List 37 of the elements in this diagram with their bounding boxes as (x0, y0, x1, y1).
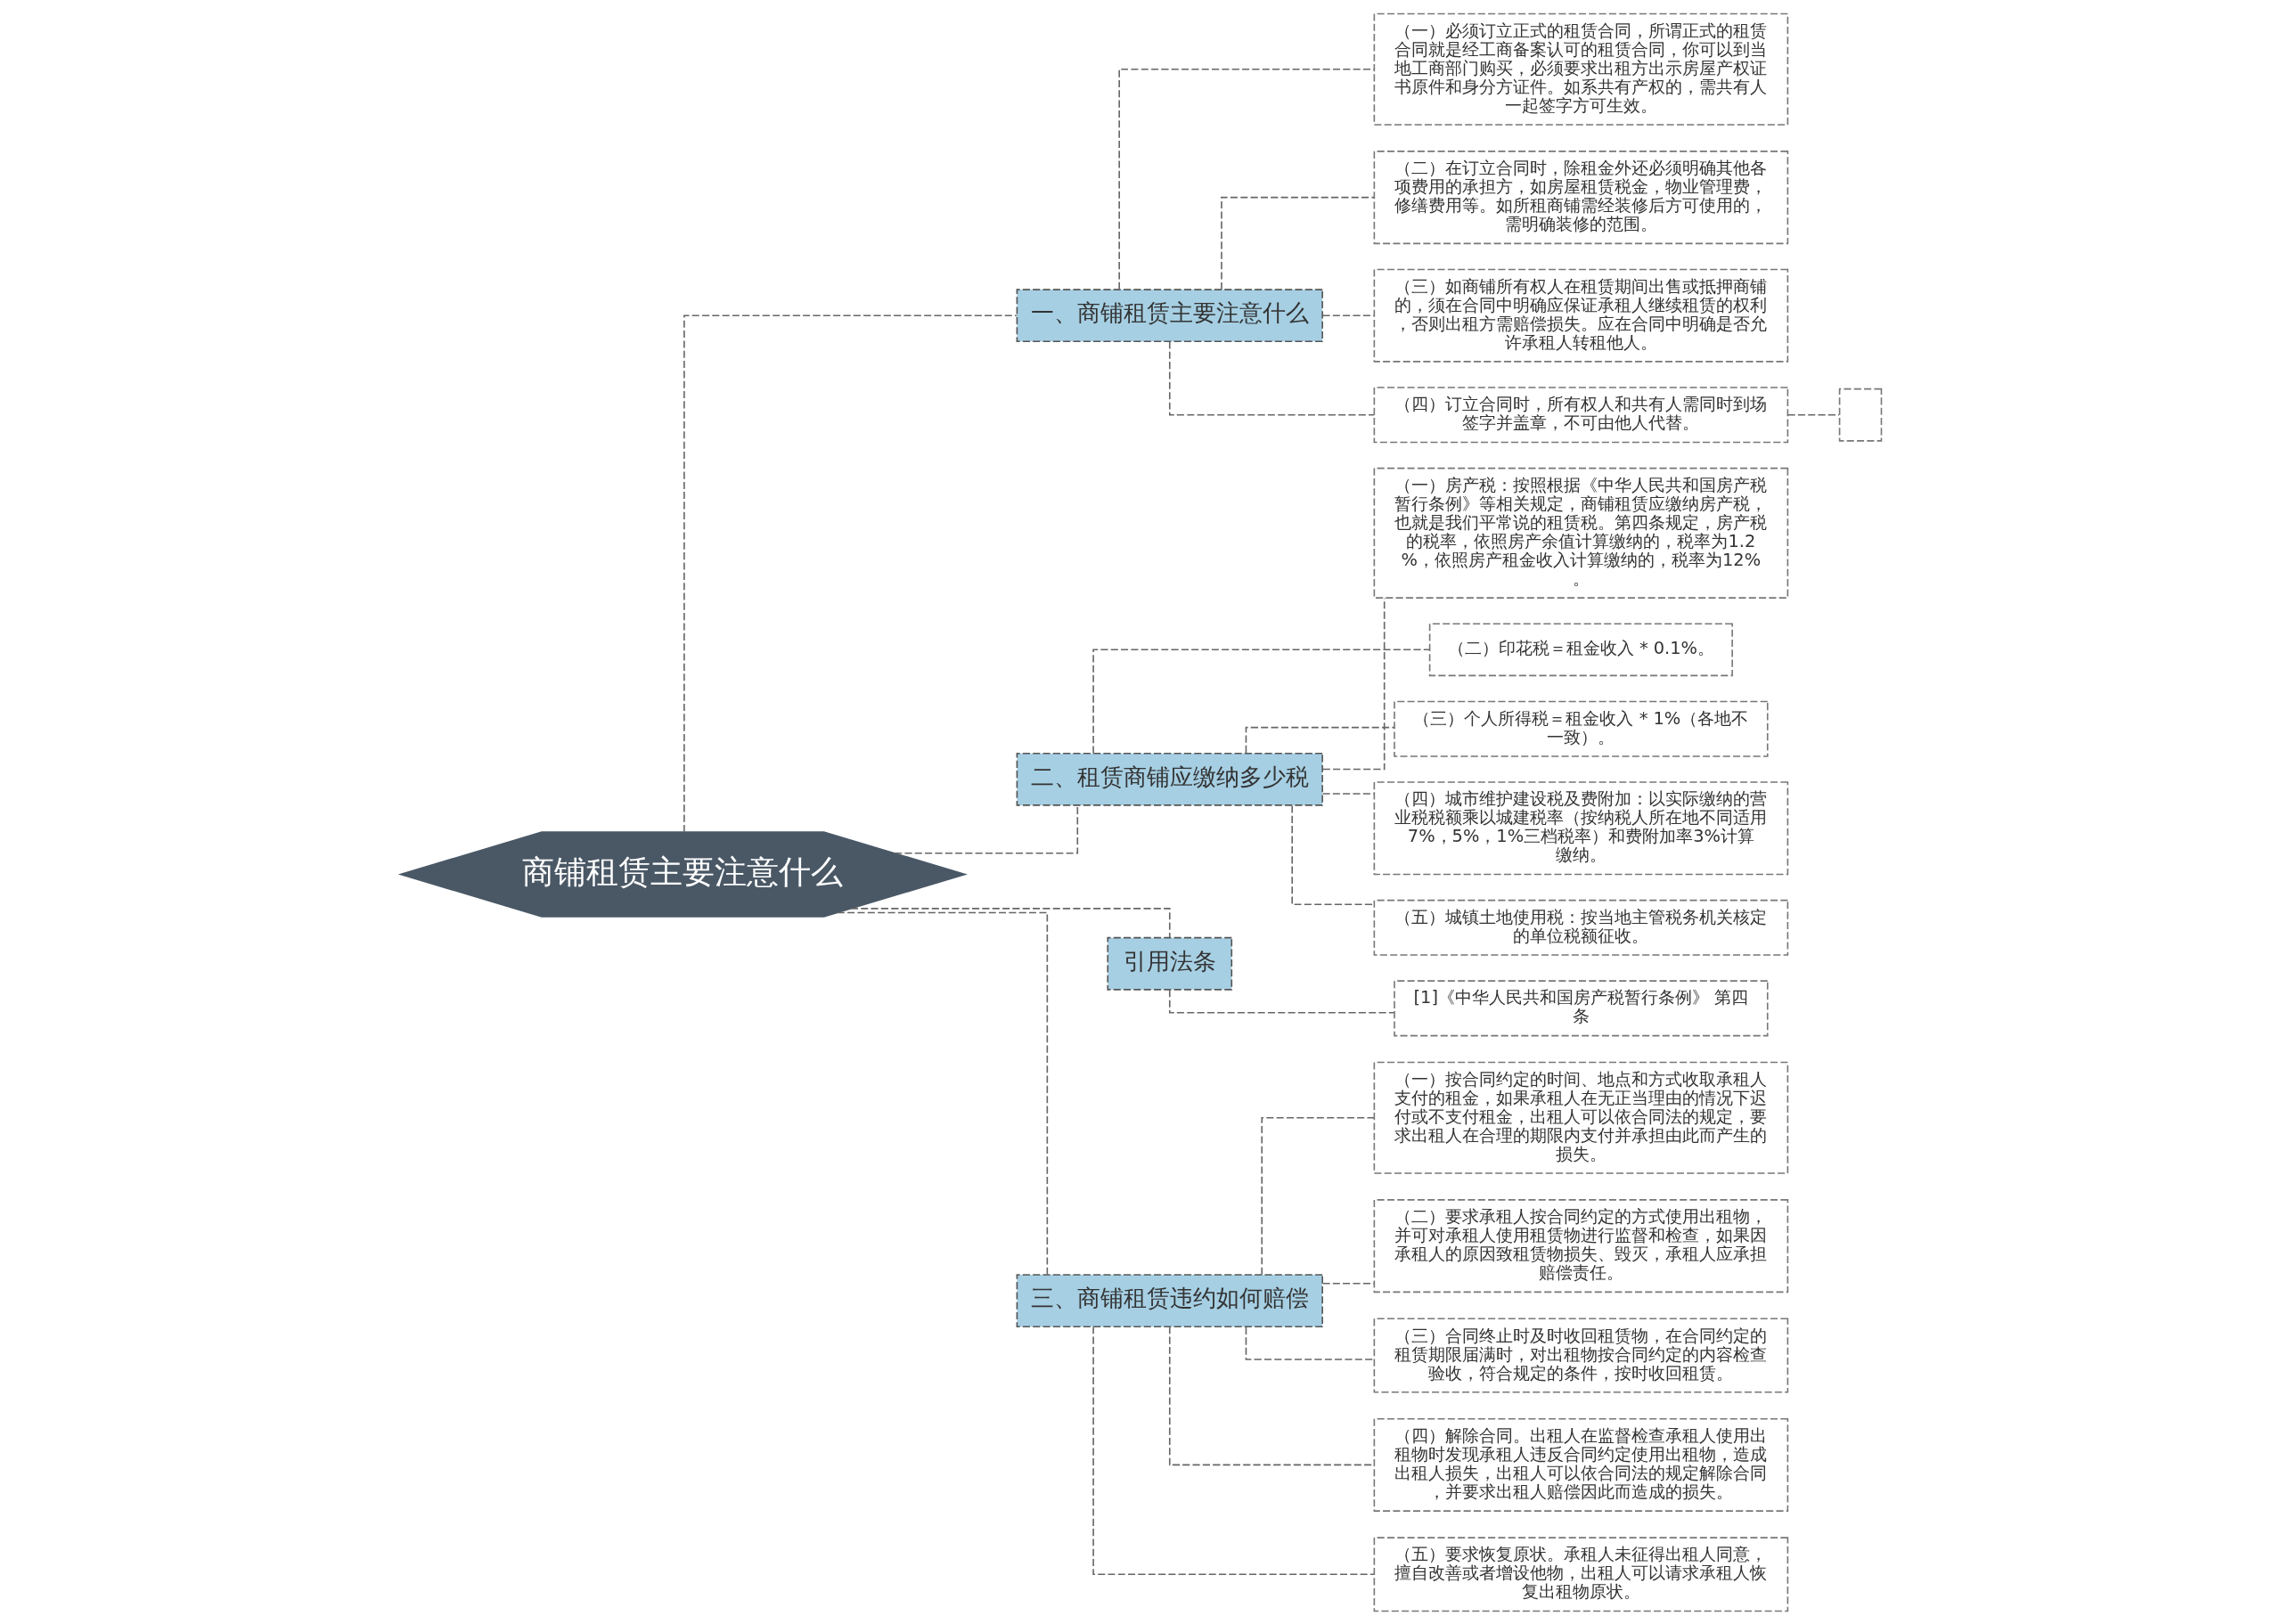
connector (1168, 340, 1375, 416)
node-box: （一）必须订立正式的租赁合同，所谓正式的租赁合同就是经工商备案认可的租赁合同，你可以到当地工商部门购买，必须要求出租方出示房屋产权证书原件和身分方证件。如系共有产权的，需共有人一起签字方可生效。 (1373, 12, 1788, 126)
node-box: （五）城镇土地使用税：按当地主管税务机关核定的单位税额征收。 (1373, 899, 1788, 956)
node-box: （一）房产税：按照根据《中华人民共和国房产税暂行条例》等相关规定，商铺租赁应缴纳房产税，也就是我们平常说的租赁税。第四条规定，房产税的税率，依照房产余值计算缴纳的，税率为1.2%，依照房产租金收入计算缴纳的，税率为12%。 (1373, 467, 1788, 599)
node-box: （四）城市维护建设税及费附加：以实际缴纳的营业税税额乘以城建税率（按纳税人所在地不同适用7%，5%，1%三档税率）和费附加率3%计算缴纳。 (1373, 780, 1788, 875)
connector (1321, 792, 1375, 795)
node-box: [1]《中华人民共和国房产税暂行条例》 第四条 (1393, 979, 1769, 1036)
node-box: （五）要求恢复原状。承租人未征得出租人同意，擅自改善或者增设他物，出租人可以请求承租人恢复出租物原状。 (1373, 1536, 1788, 1612)
connector (836, 911, 1048, 1276)
node-box: （二）在订立合同时，除租金外还必须明确其他各项费用的承担方，如房屋租赁税金，物业管理费，修缮费用等。如所租商铺需经装修后方可使用的，需明确装修的范围。 (1373, 150, 1788, 244)
connector (893, 804, 1078, 854)
connector (1245, 1326, 1375, 1360)
connector (1321, 1282, 1375, 1284)
connector (1220, 196, 1375, 290)
node-box: （二）印花税＝租金收入 * 0.1%。 (1428, 622, 1733, 676)
node-box: （三）个人所得税＝租金收入 * 1%（各地不一致）。 (1393, 700, 1769, 757)
node-box: 二、租赁商铺应缴纳多少税 (1016, 752, 1323, 806)
connector (683, 314, 1018, 833)
node-box: 三、商铺租赁违约如何赔偿 (1016, 1273, 1323, 1327)
connector (1260, 1116, 1375, 1275)
connector (1321, 314, 1375, 316)
node-box: （四）订立合同时，所有权人和共有人需同时到场签字并盖章，不可由他人代替。 (1373, 386, 1788, 443)
connector (1290, 804, 1375, 905)
connector (1321, 597, 1385, 770)
node-box: 一、商铺租赁主要注意什么 (1016, 288, 1323, 342)
node-box: 引用法条 (1106, 936, 1232, 991)
node-box: （一）按合同约定的时间、地点和方式收取承租人支付的租金，如果承租人在无正当理由的情况下迟付或不支付租金，出租人可以依合同法的规定，要求出租人在合理的期限内支付并承担由此而产生的损失。 (1373, 1061, 1788, 1174)
connector (1786, 413, 1840, 416)
connector (1091, 649, 1430, 754)
node-box: （三）合同终止时及时收回租赁物，在合同约定的租赁期限届满时，对出租物按合同约定的内容检查验收，符合规定的条件，按时收回租赁。 (1373, 1318, 1788, 1393)
node-box: （三）如商铺所有权人在租赁期间出售或抵押商铺的，须在合同中明确应保证承租人继续租赁的权利，否则出租方需赔偿损失。应在合同中明确是否允许承租人转租他人。 (1373, 268, 1788, 363)
node-box: （二）要求承租人按合同约定的方式使用出租物，并可对承租人使用租赁物进行监督和检查，如果因承租人的原因致租赁物损失、毁灭，承租人应承担赔偿责任。 (1373, 1198, 1788, 1293)
connector (1117, 68, 1375, 290)
node-box (1838, 388, 1882, 442)
connector (1168, 1326, 1375, 1465)
connector (1091, 1326, 1375, 1575)
node-box: （四）解除合同。出租人在监督检查承租人使用出租物时发现承租人违反合同约定使用出租物，造成出租人损失，出租人可以依合同法的规定解除合同，并要求出租人赔偿因此而造成的损失。 (1373, 1417, 1788, 1512)
